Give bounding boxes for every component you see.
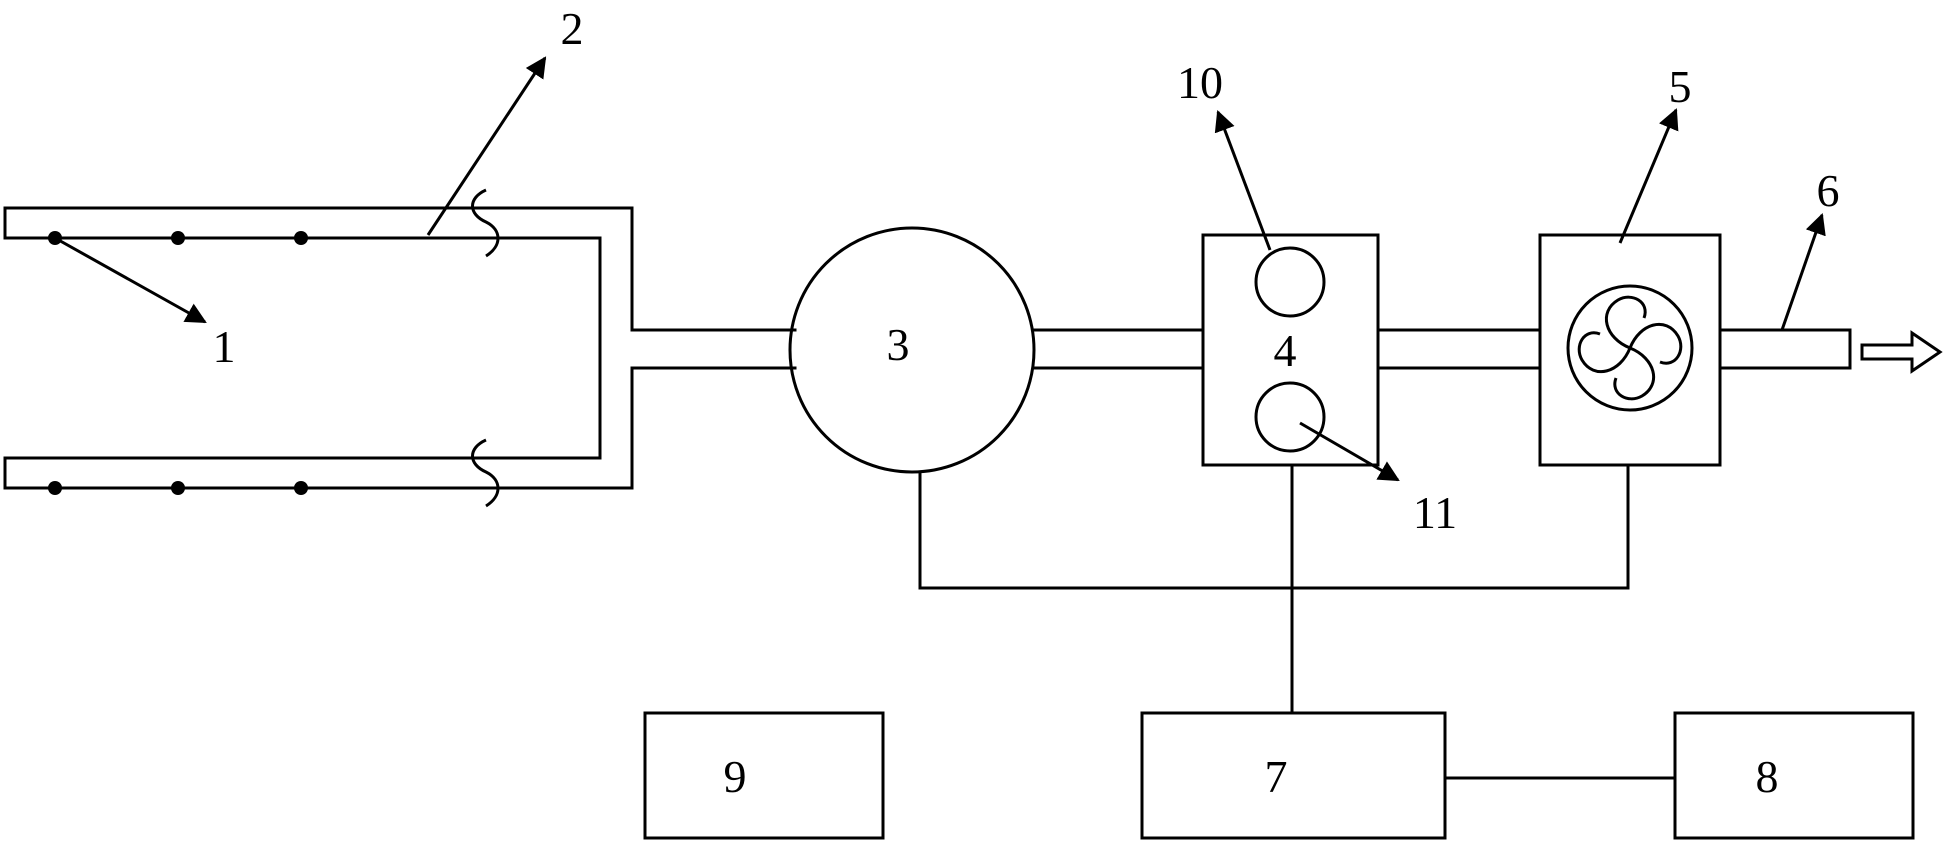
label-1: 1	[213, 321, 236, 372]
leader-arrow-10	[1214, 110, 1272, 251]
break-mark-upper	[471, 188, 500, 258]
lower-probe-tube	[3, 366, 797, 490]
label-7: 7	[1265, 751, 1288, 802]
exhaust-arrow-icon	[1860, 330, 1943, 374]
label-10: 10	[1177, 57, 1223, 108]
label-8: 8	[1756, 751, 1779, 802]
component-9-box	[643, 711, 885, 840]
wiring	[918, 463, 1677, 780]
component-8-box	[1673, 711, 1915, 840]
sampling-point	[294, 481, 308, 495]
label-3: 3	[887, 319, 910, 370]
label-11: 11	[1413, 487, 1457, 538]
sensor-11-circle	[1254, 381, 1326, 453]
label-4: 4	[1274, 325, 1297, 376]
component-7-box	[1140, 711, 1447, 840]
sampling-point	[171, 231, 185, 245]
sampling-points	[48, 231, 308, 495]
sensor-10-circle	[1254, 246, 1326, 318]
leader-arrows	[54, 56, 1826, 482]
leader-arrow-6	[1780, 213, 1826, 331]
label-5: 5	[1669, 61, 1692, 112]
leader-arrow-1	[54, 236, 207, 324]
leader-arrow-2	[426, 56, 547, 236]
leader-arrow-5	[1618, 108, 1679, 244]
fan-icon	[1566, 284, 1694, 412]
label-9: 9	[724, 751, 747, 802]
sampling-point	[294, 231, 308, 245]
break-mark-lower	[471, 438, 500, 508]
leader-arrow-11	[1299, 421, 1400, 482]
label-6: 6	[1817, 165, 1840, 216]
sampling-point	[171, 481, 185, 495]
upper-probe-tube	[3, 206, 797, 397]
sampling-point	[48, 481, 62, 495]
component-5-box	[1538, 233, 1722, 467]
component-3-circle	[788, 226, 1036, 474]
label-2: 2	[561, 3, 584, 54]
